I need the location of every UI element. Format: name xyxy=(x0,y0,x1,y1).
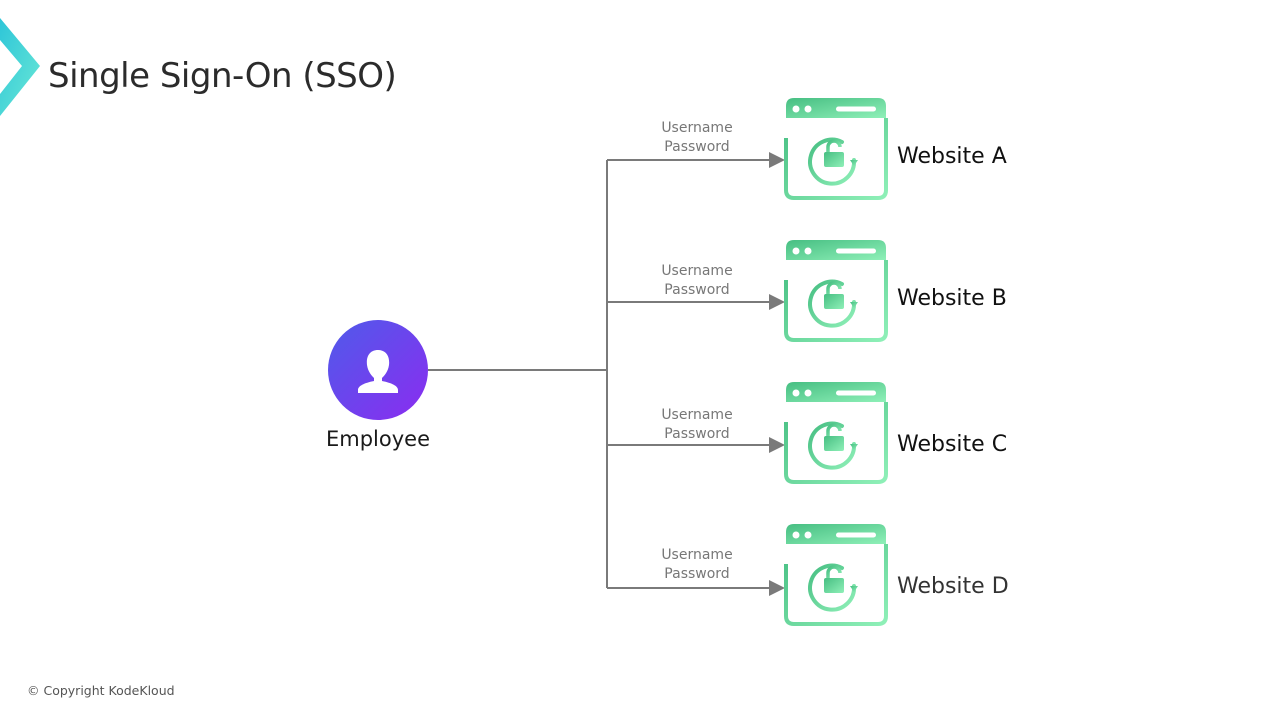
website-a-label: Website A xyxy=(897,144,1007,169)
credentials-label-a: Username Password xyxy=(640,119,754,157)
website-b-label: Website B xyxy=(897,286,1007,311)
username-text: Username xyxy=(661,120,733,136)
browser-unlock-icon xyxy=(784,522,888,626)
username-text: Username xyxy=(661,407,733,423)
website-c-label: Website C xyxy=(897,432,1008,457)
employee-avatar xyxy=(328,320,428,420)
username-text: Username xyxy=(661,547,733,563)
employee-label: Employee xyxy=(325,427,430,451)
credentials-label-d: Username Password xyxy=(640,546,754,584)
credentials-label-c: Username Password xyxy=(640,406,754,444)
browser-unlock-icon xyxy=(784,96,888,200)
copyright-footer: © Copyright KodeKloud xyxy=(27,683,175,698)
connector-lines xyxy=(428,152,785,596)
browser-unlock-icon xyxy=(784,380,888,484)
password-text: Password xyxy=(664,139,730,155)
username-text: Username xyxy=(661,263,733,279)
browser-unlock-icon xyxy=(784,238,888,342)
password-text: Password xyxy=(664,566,730,582)
password-text: Password xyxy=(664,282,730,298)
password-text: Password xyxy=(664,426,730,442)
website-d-label: Website D xyxy=(897,574,1009,599)
credentials-label-b: Username Password xyxy=(640,262,754,300)
page-title: Single Sign-On (SSO) xyxy=(48,56,397,96)
kodekloud-logo-icon xyxy=(0,18,40,116)
user-icon xyxy=(358,350,398,393)
